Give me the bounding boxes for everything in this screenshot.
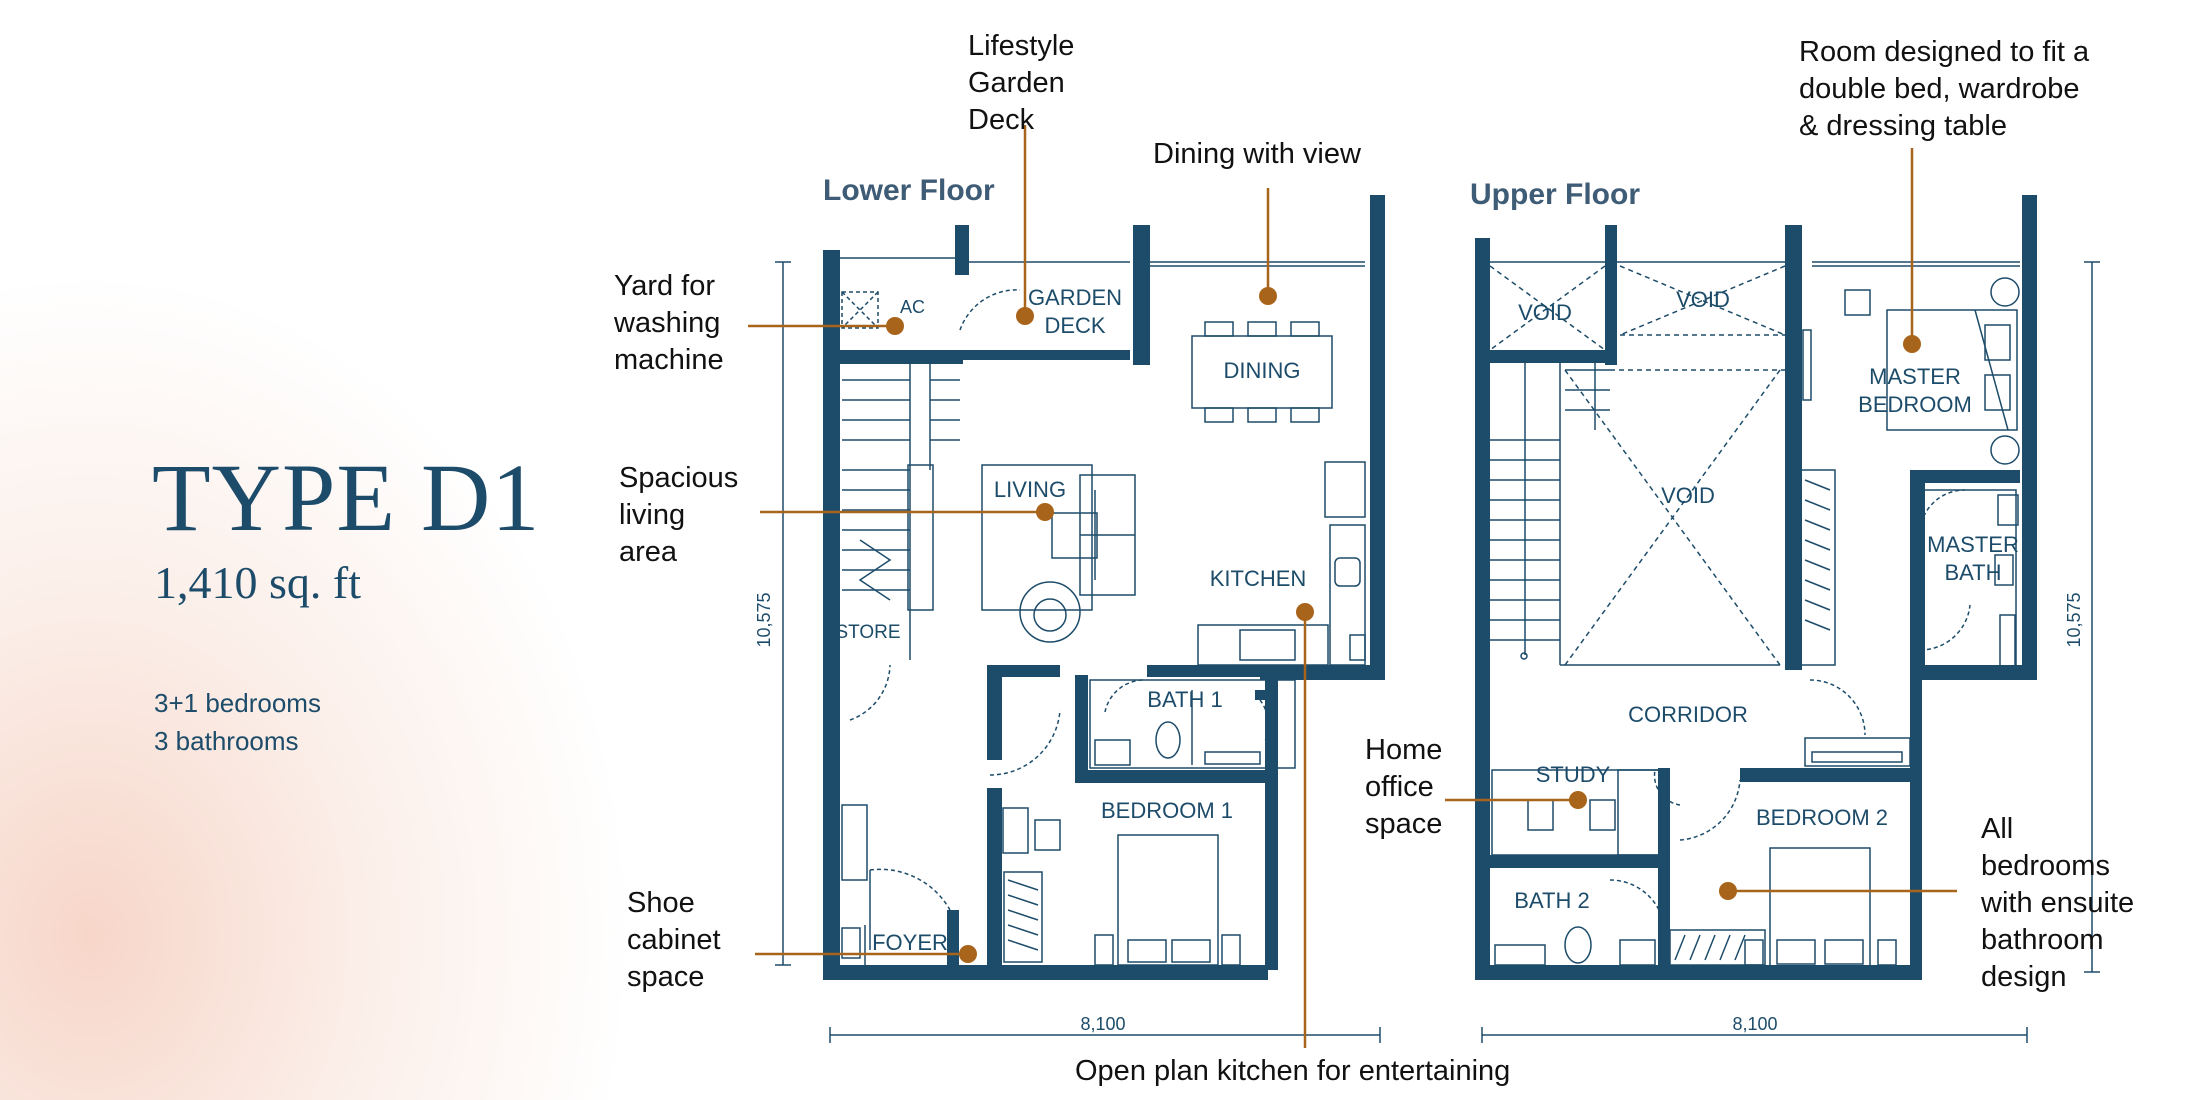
- walls: [823, 195, 2037, 980]
- fridge: [1324, 461, 1366, 518]
- room-label-master-bath: MASTER: [1927, 532, 2019, 557]
- callout-dining-view: Dining with view: [1153, 138, 1361, 170]
- room-label-master-bedroom-2: BEDROOM: [1858, 392, 1972, 417]
- room-label-bedroom1: BEDROOM 1: [1101, 798, 1233, 823]
- room-label-study: STUDY: [1536, 762, 1611, 787]
- leader-dots: [886, 287, 1921, 963]
- bath1-toilet: [1155, 721, 1181, 759]
- ac-unit: [841, 291, 879, 329]
- void-crosses: [1489, 265, 1786, 666]
- armchair: [1019, 581, 1081, 643]
- wardrobe-1: [1003, 871, 1043, 963]
- room-label-master-bath-2: BATH: [1944, 560, 2001, 585]
- lower-floor-title: Lower Floor: [823, 174, 995, 207]
- coffee-table: [981, 464, 1093, 611]
- room-label-dining: DINING: [1224, 358, 1301, 383]
- bath1-sink: [1094, 739, 1131, 766]
- bed-1: [1117, 834, 1219, 966]
- bath2-toilet: [1564, 926, 1592, 964]
- unit-area: 1,410 sq. ft: [154, 557, 361, 608]
- wardrobe-corridor: [1799, 469, 1836, 666]
- bed-2: [1769, 847, 1871, 967]
- room-label-store: STORE: [835, 622, 900, 643]
- lower-height-dimension: 10,575: [754, 592, 774, 647]
- room-label-foyer: FOYER: [872, 930, 948, 955]
- room-label-garden-deck: GARDEN: [1028, 285, 1122, 310]
- shoe-cabinet: [841, 927, 861, 959]
- leader-lines: [748, 125, 1957, 1048]
- room-label-master-bedroom: MASTER: [1869, 364, 1961, 389]
- room-label-corridor: CORRIDOR: [1628, 702, 1748, 727]
- room-label-void-center: VOID: [1661, 483, 1715, 508]
- staircase-upper: [1490, 362, 1610, 660]
- room-label-bath1: BATH 1: [1147, 687, 1222, 712]
- room-label-ac: AC: [900, 297, 925, 317]
- room-label-bedroom2: BEDROOM 2: [1756, 805, 1888, 830]
- unit-type-title: TYPE D1: [152, 444, 541, 551]
- upper-height-dimension: 10,575: [2064, 592, 2084, 647]
- room-label-bath2: BATH 2: [1514, 888, 1589, 913]
- bedroom-count: 3+1 bedrooms: [154, 688, 321, 718]
- room-label-void-left: VOID: [1518, 300, 1572, 325]
- room-label-kitchen: KITCHEN: [1210, 566, 1307, 591]
- room-label-living: LIVING: [994, 477, 1066, 502]
- lower-width-dimension: 8,100: [1080, 1014, 1125, 1034]
- room-label-void-mid: VOID: [1676, 287, 1730, 312]
- bathroom-count: 3 bathrooms: [154, 726, 299, 756]
- master-bed: [1886, 309, 2018, 431]
- room-label-garden-deck-2: DECK: [1044, 313, 1105, 338]
- callout-open-kitchen: Open plan kitchen for entertaining: [1075, 1055, 1511, 1087]
- kitchen-counter: [1329, 524, 1366, 666]
- upper-width-dimension: 8,100: [1732, 1014, 1777, 1034]
- upper-floor-title: Upper Floor: [1470, 178, 1640, 211]
- store-cabinet: [907, 464, 934, 611]
